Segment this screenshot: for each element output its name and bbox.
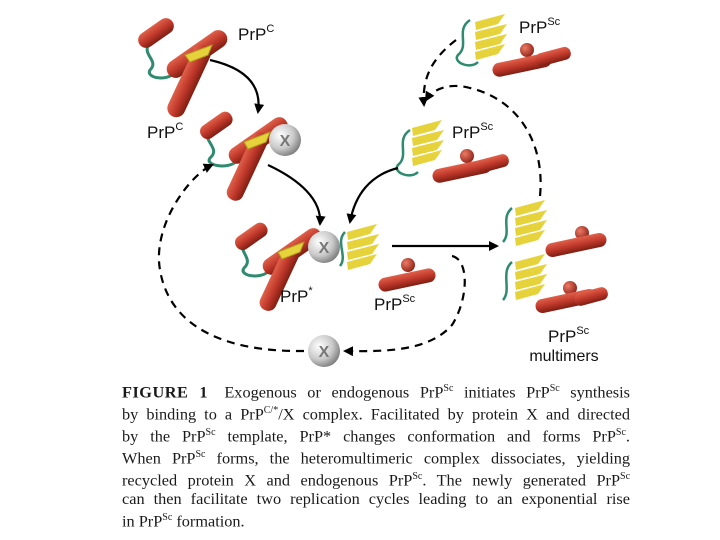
- caption-line: by binding to a PrPC/*/X complex. Facili…: [122, 404, 630, 424]
- caption-heading: FIGURE 1: [122, 382, 209, 402]
- caption-line: FIGURE 1 Exogenous or endogenous PrPSc i…: [122, 382, 630, 402]
- label-prp-star: PrP*: [280, 285, 313, 306]
- prpsc-protein-mid: [395, 120, 509, 183]
- svg-text:X: X: [319, 344, 330, 361]
- prpsc-in-complex: [338, 224, 436, 292]
- label-prpsc-top: PrPSc: [519, 16, 561, 37]
- caption-line: recycled protein X and endogenous PrPSc.…: [122, 470, 631, 490]
- svg-text:X: X: [319, 240, 330, 257]
- arrow-complex-forms: [267, 164, 326, 226]
- protein-x-sphere-complex: X: [308, 231, 340, 263]
- prpsc-multimer-top: [501, 200, 607, 257]
- arrow-prpc-binds-x: [209, 58, 265, 114]
- label-prpsc-bottom: PrPSc: [374, 293, 416, 314]
- arrow-dashed-replication: [424, 84, 542, 197]
- label-prpc-mid: PrPC: [147, 121, 183, 142]
- caption-line: in PrPSc formation.: [122, 511, 245, 531]
- label-prpsc-mid: PrPSc: [452, 121, 494, 142]
- caption-line: by the PrPSc template, PrP* changes conf…: [122, 426, 630, 446]
- prpc-x-complex: [199, 111, 288, 201]
- svg-text:X: X: [280, 133, 291, 150]
- protein-x-sphere-recycled: X: [308, 335, 340, 367]
- caption-line: can then facilitate two replication cycl…: [122, 489, 630, 509]
- arrow-dashed-x-recycled: [157, 163, 305, 353]
- label-prpsc-multimers: PrPSc: [548, 325, 590, 346]
- arrow-dashed-x-released: [343, 254, 466, 357]
- prpc-protein-top: [138, 18, 228, 118]
- arrow-prpsc-template: [346, 166, 399, 224]
- caption-line: When PrPSc forms, the heteromultimeric c…: [122, 448, 630, 468]
- label-prpc-top: PrPC: [238, 23, 274, 44]
- prpsc-protein-top: [455, 14, 571, 77]
- label-multimers: multimers: [529, 348, 598, 365]
- prp-star-protein: [234, 222, 322, 311]
- prpsc-multimer-bottom: [501, 254, 608, 313]
- protein-x-sphere-mid: X: [269, 124, 301, 156]
- figure-caption: FIGURE 1 Exogenous or endogenous PrPSc i…: [122, 380, 630, 531]
